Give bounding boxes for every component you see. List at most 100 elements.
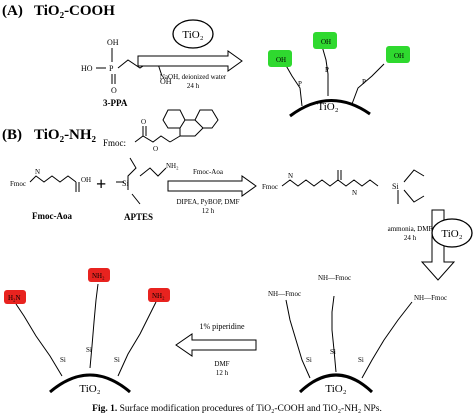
arm-b-middle <box>331 295 337 373</box>
aptes-molecule <box>116 157 167 205</box>
cooh-right-oh: OH <box>394 52 404 60</box>
arrow-b1-conditions: DIPEA, PyBOP, DMF <box>176 198 239 206</box>
3ppa-label: 3-PPA <box>103 98 128 108</box>
arm-right <box>351 63 385 105</box>
reaction-scheme: (A) TiO₂-COOH OH HO P O O OH 3-PPA TiO₂ … <box>2 3 473 395</box>
fmoc-aoa-molecule <box>29 175 80 192</box>
fmoc-carbonyl <box>142 126 147 136</box>
p-o-double-bond <box>111 74 116 84</box>
aptes-si: Si <box>122 179 129 188</box>
fmoc-aoa-chain <box>29 175 77 183</box>
condition-a-top: NaOH, deionized water <box>160 73 227 81</box>
fmoc-structure <box>134 109 219 143</box>
reaction-arrow-b1: Fmoc-Aoa DIPEA, PyBOP, DMF 12 h <box>167 168 257 215</box>
intermediate-nh: N <box>352 189 357 197</box>
fluorene-ring-left <box>162 109 186 129</box>
tio2-reagent-label: TiO₂ <box>182 29 203 41</box>
fmoc-aoa-oh: OH <box>81 176 91 184</box>
atom-p: P <box>109 64 114 73</box>
nh2-right: NH₂ <box>152 292 165 300</box>
section-b-header: (B) TiO₂-NH₂ <box>2 127 97 143</box>
section-a-title: TiO₂-COOH <box>34 3 115 19</box>
fmoc-aoa-n: N <box>35 168 40 176</box>
tio2-reagent-circle-b <box>431 218 473 248</box>
nh-fmoc-right: NH—Fmoc <box>414 294 447 302</box>
plus-sign: + <box>96 174 106 194</box>
arrow-b1-time: 12 h <box>202 207 215 215</box>
tio2-fmoc-product: TiO₂ NH—Fmoc NH—Fmoc NH—Fmoc Si Si Si <box>268 274 447 395</box>
p-left: P <box>298 80 302 88</box>
section-a-header: (A) TiO₂-COOH <box>2 3 115 19</box>
intermediate-amide <box>337 170 342 180</box>
aptes-propyl <box>139 167 167 177</box>
nanoparticle-surface-b-right <box>298 373 374 394</box>
tio2-reagent-label-b: TiO₂ <box>441 228 462 240</box>
si-c-1: Si <box>60 356 66 364</box>
caption-text: Surface modification procedures of TiO₂-… <box>119 404 382 414</box>
arrow-b1-reagent: Fmoc-Aoa <box>193 168 224 176</box>
si-b-right-3: Si <box>358 356 364 364</box>
fmoc-aoa-carbonyl <box>75 182 80 192</box>
cooh-middle-oh: OH <box>321 38 331 46</box>
tio2-cooh-product: TiO₂ OH OH OH P P P <box>268 32 410 118</box>
arm-left <box>283 61 303 107</box>
si-c-3: Si <box>114 356 120 364</box>
aptes-label: APTES <box>124 212 153 222</box>
cooh-left-oh: OH <box>276 56 286 64</box>
arm-b-right <box>361 301 413 379</box>
tio2-product-b-left: TiO₂ <box>79 383 100 395</box>
si-b-right-1: Si <box>306 356 312 364</box>
arm-middle <box>321 45 329 96</box>
arm-c-right <box>117 301 157 377</box>
reaction-arrow-a: TiO₂ NaOH, deionized water 24 h <box>137 19 243 90</box>
atom-ho: HO <box>81 64 93 73</box>
cooh-highlight-middle <box>313 32 337 49</box>
fmoc-ch2 <box>169 135 181 143</box>
nh2-highlight-left <box>4 290 26 304</box>
fmoc-ester-o: O <box>153 145 158 153</box>
aptes-nh2: NH₂ <box>166 162 179 170</box>
section-b-title: TiO₂-NH₂ <box>34 127 97 143</box>
atom-o: O <box>111 86 117 95</box>
intermediate-chain <box>281 179 379 187</box>
aptes-ethoxy <box>116 181 141 205</box>
arrow-b2-time: 24 h <box>404 234 417 242</box>
p-right: P <box>362 78 366 86</box>
atom-oh: OH <box>107 38 119 47</box>
figure-caption: Fig. 1. Surface modification procedures … <box>0 404 474 414</box>
tio2-product-a-label: TiO₂ <box>317 101 338 113</box>
cooh-highlight-left <box>268 50 292 67</box>
intermediate-si: Si <box>392 182 399 191</box>
fluorene-five-ring <box>179 119 204 137</box>
nh-fmoc-left: NH—Fmoc <box>268 290 301 298</box>
tio2-reagent-circle <box>172 19 214 49</box>
tio2-product-b-right: TiO₂ <box>325 383 346 395</box>
arrow-b2-reagent: ammonia, DMF <box>388 225 433 233</box>
arrow-b3-time: 12 h <box>216 369 229 377</box>
arrow-b3-solvent: DMF <box>214 360 229 368</box>
nh2-highlight-middle <box>88 268 110 282</box>
p-middle: P <box>325 66 329 74</box>
fmoc-aoa-label: Fmoc-Aoa <box>32 211 72 221</box>
arm-b-left <box>285 299 311 379</box>
si-c-2: Si <box>86 346 92 354</box>
intermediate-n: N <box>288 172 293 180</box>
nh2-left: H₂N <box>8 294 21 302</box>
section-b-letter: (B) <box>2 127 22 143</box>
nh2-middle: NH₂ <box>92 272 105 280</box>
arm-c-middle <box>89 283 99 369</box>
fmoc-definition-label: Fmoc: <box>103 138 126 148</box>
fmoc-carbonyl-o: O <box>141 118 146 126</box>
fmoc-chain <box>134 135 171 143</box>
nanoparticle-surface-a <box>289 99 371 118</box>
intermediate-molecule <box>281 169 425 204</box>
nh2-highlight-right <box>148 288 170 302</box>
arm-c-left <box>15 303 63 377</box>
arrow-b3-reagent: 1% piperidine <box>199 322 245 331</box>
aptes-chain <box>127 157 137 190</box>
condition-a-bottom: 24 h <box>187 82 200 90</box>
fmoc-aoa-fmoc: Fmoc <box>10 180 26 188</box>
intermediate-fmoc: Fmoc <box>262 183 278 191</box>
cooh-highlight-right <box>386 46 410 63</box>
fluorene-ring-right <box>194 109 219 129</box>
